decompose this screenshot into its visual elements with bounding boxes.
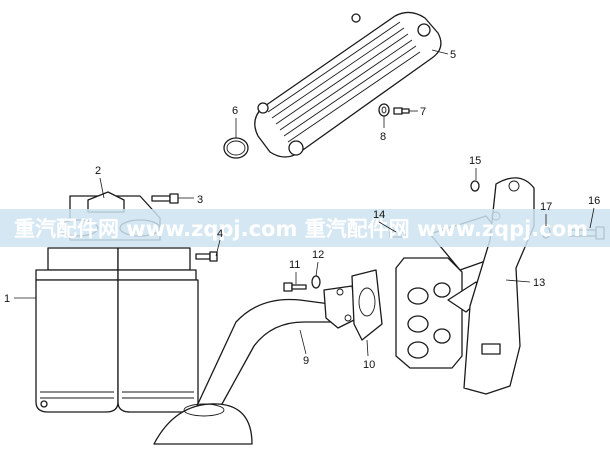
callout-6: 6	[232, 105, 238, 117]
callout-17: 17	[540, 201, 552, 213]
washer-15	[470, 180, 480, 192]
bolt-4	[195, 251, 218, 262]
callout-15: 15	[469, 155, 481, 167]
leader-lines	[14, 49, 595, 357]
washer-12	[311, 275, 321, 289]
callout-10: 10	[363, 359, 375, 371]
bolt-7	[393, 107, 410, 115]
o-ring-6	[223, 137, 249, 159]
callout-4: 4	[217, 228, 223, 240]
suction-pipe	[153, 285, 359, 445]
callout-13: 13	[533, 277, 545, 289]
bolt-11	[283, 282, 307, 292]
callout-8: 8	[380, 131, 386, 143]
callout-1: 1	[4, 293, 10, 305]
bolt-3	[151, 193, 179, 204]
callout-11: 11	[289, 259, 300, 271]
callout-16: 16	[588, 195, 600, 207]
callout-5: 5	[450, 49, 456, 61]
callout-9: 9	[303, 355, 309, 367]
callout-2: 2	[95, 165, 101, 177]
callout-3: 3	[197, 194, 203, 206]
watermark-band	[0, 209, 610, 247]
callout-12: 12	[312, 249, 324, 261]
callout-7: 7	[420, 106, 426, 118]
oil-cooler	[254, 11, 442, 158]
callout-14: 14	[373, 209, 385, 221]
gasket-10	[351, 269, 383, 341]
washer-8	[378, 103, 390, 117]
watermark-text: 重汽配件网 www.zqpj.com 重汽配件网 www.zqpj.com	[14, 217, 588, 241]
callout-numbers: 1 2 3 4 5 6 7 8 9 10 11 12 13 14 15 16 1…	[4, 49, 600, 371]
